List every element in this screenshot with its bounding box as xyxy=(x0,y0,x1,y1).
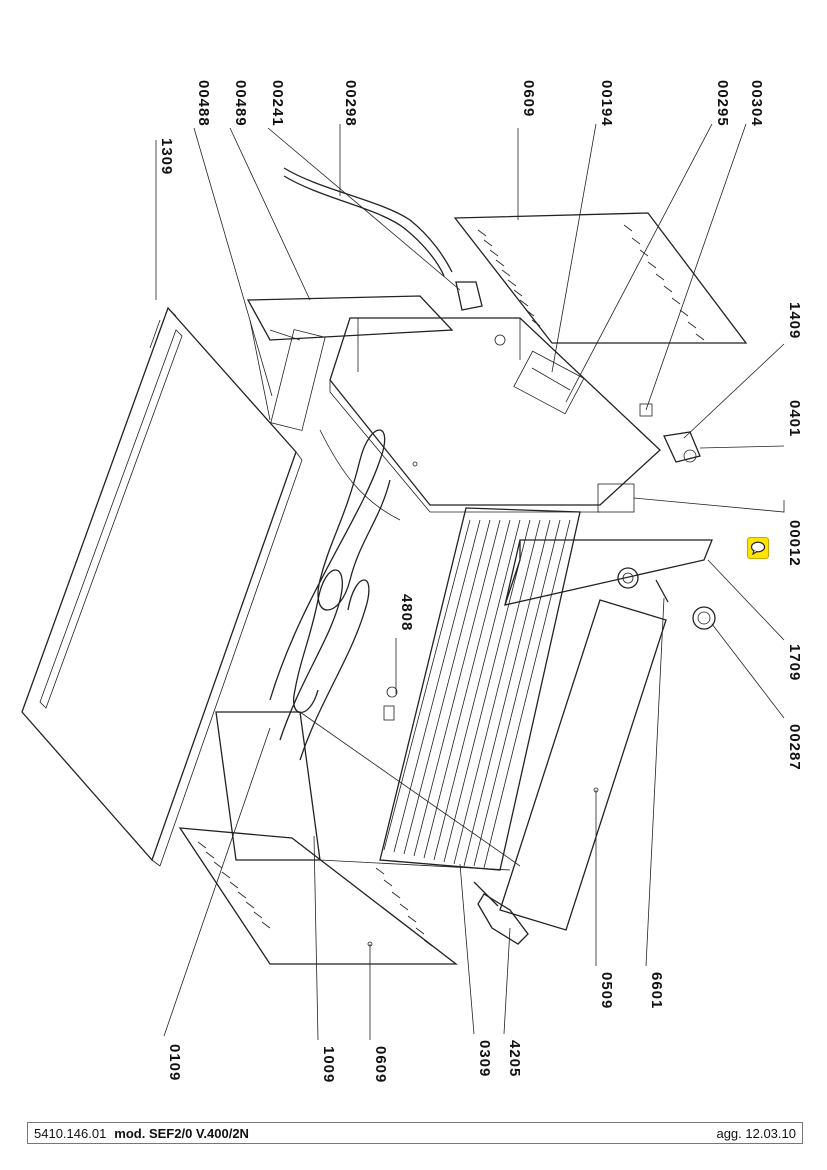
control-column xyxy=(504,539,716,630)
part-label: 1409 xyxy=(786,302,803,339)
part-labels: 1309 00488 00489 00241 00298 0609 00194 … xyxy=(158,80,803,1083)
part-label: 0509 xyxy=(598,972,615,1009)
part-label: 6601 xyxy=(648,972,665,1009)
part-label: 1009 xyxy=(320,1046,337,1083)
part-label: 00304 xyxy=(748,80,765,127)
part-label: 1709 xyxy=(786,644,803,681)
side-panel-right xyxy=(453,212,748,344)
speech-bubble-glyph xyxy=(750,541,766,555)
grill-grate xyxy=(379,507,581,871)
part-label: 0109 xyxy=(166,1044,183,1081)
part-label: 4205 xyxy=(506,1040,523,1077)
bottom-tray xyxy=(499,599,667,931)
exploded-view-drawing: 1309 00488 00489 00241 00298 0609 00194 … xyxy=(21,80,803,1083)
model-name: mod. SEF2/0 V.400/2N xyxy=(114,1125,249,1141)
side-rail xyxy=(215,711,521,871)
part-label: 00489 xyxy=(232,80,249,127)
grate-handle xyxy=(473,881,529,945)
part-label: 00295 xyxy=(714,80,731,127)
speech-bubble-icon[interactable] xyxy=(747,537,769,559)
top-cover xyxy=(21,306,303,867)
part-label: 00194 xyxy=(598,80,615,127)
part-label: 0309 xyxy=(476,1040,493,1077)
small-fitting xyxy=(383,686,398,721)
part-label: 00488 xyxy=(195,80,212,127)
document-code: 5410.146.01 xyxy=(34,1125,107,1141)
chassis-body xyxy=(329,317,661,513)
heating-element xyxy=(269,429,401,761)
footer-bar: 5410.146.01 mod. SEF2/0 V.400/2N agg. 12… xyxy=(27,1122,803,1144)
side-panel-left xyxy=(178,827,458,965)
cable xyxy=(283,167,483,311)
part-label: 00298 xyxy=(342,80,359,127)
part-label: 1309 xyxy=(158,138,175,175)
rear-frame xyxy=(246,295,454,431)
update-date: agg. 12.03.10 xyxy=(716,1125,796,1141)
part-label: 0609 xyxy=(372,1046,389,1083)
part-label: 00241 xyxy=(269,80,286,127)
part-label: 00287 xyxy=(786,724,803,771)
part-label: 0609 xyxy=(520,80,537,117)
part-label: 00012 xyxy=(786,520,803,567)
part-label: 0401 xyxy=(786,400,803,437)
leader-lines xyxy=(155,123,785,1041)
bracket xyxy=(639,403,701,463)
part-label: 4808 xyxy=(398,594,415,631)
